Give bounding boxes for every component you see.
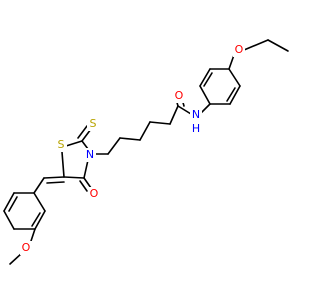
molecule-canvas: O N H O N S S O O	[3, 39, 289, 265]
bond-n-carbonyl	[177, 105, 192, 115]
molecule-structure: O N H O N S S O O	[3, 39, 289, 265]
bond-ring2-inner-1	[31, 212, 41, 227]
bond-ethyl	[267, 39, 289, 52]
bond-ring1-a	[228, 68, 241, 87]
bond-layer	[3, 39, 289, 265]
atom-amide-oxygen: O	[175, 89, 184, 102]
bond-exo-3	[33, 177, 45, 194]
bond-ring2-inner-2	[8, 196, 18, 212]
bond-ring1-d	[199, 85, 211, 105]
bond-thione-2	[77, 125, 88, 139]
bond-chain-5	[107, 137, 121, 155]
bond-ring1-b	[229, 85, 241, 105]
bond-ring1-inner-1	[226, 87, 236, 102]
atom-ring-nitrogen: N	[86, 148, 94, 161]
atom-amide-hydrogen: H	[192, 122, 200, 135]
bond-o-ring	[228, 54, 235, 70]
bond-ethyl-o	[243, 39, 269, 51]
atom-methoxy-oxygen: O	[22, 241, 31, 254]
bond-c2-n	[81, 140, 89, 150]
bond-ring2-d	[3, 210, 15, 230]
bond-exo-2	[46, 181, 65, 184]
atom-thione-sulfur: S	[90, 117, 97, 130]
atom-ring-sulfur: S	[58, 138, 65, 151]
bond-ring2-b	[34, 210, 46, 230]
bond-ring1-e	[199, 68, 211, 87]
atom-labels: O N H O N S S O O	[20, 43, 245, 255]
atom-ring-carbonyl-oxygen: O	[90, 187, 99, 200]
bond-chain-3	[139, 121, 151, 141]
bond-exo-1	[43, 176, 65, 179]
bond-chain-2	[149, 121, 171, 125]
atom-amide-nitrogen: N	[192, 108, 200, 121]
atom-ether-oxygen: O	[235, 43, 244, 56]
bond-s1-c2	[65, 140, 83, 147]
bond-ring-co-2	[79, 180, 88, 192]
bond-chain-1	[169, 105, 179, 125]
bond-ring1-inner-2	[203, 72, 213, 87]
bond-chain-4	[119, 137, 141, 141]
bond-n-c4	[83, 159, 89, 179]
bond-ring2-e	[3, 192, 15, 212]
bond-ring2-a	[33, 192, 46, 212]
bond-c5-s1	[61, 151, 65, 178]
bond-ring-co-1	[83, 177, 92, 189]
bond-c4-c5	[63, 176, 85, 179]
